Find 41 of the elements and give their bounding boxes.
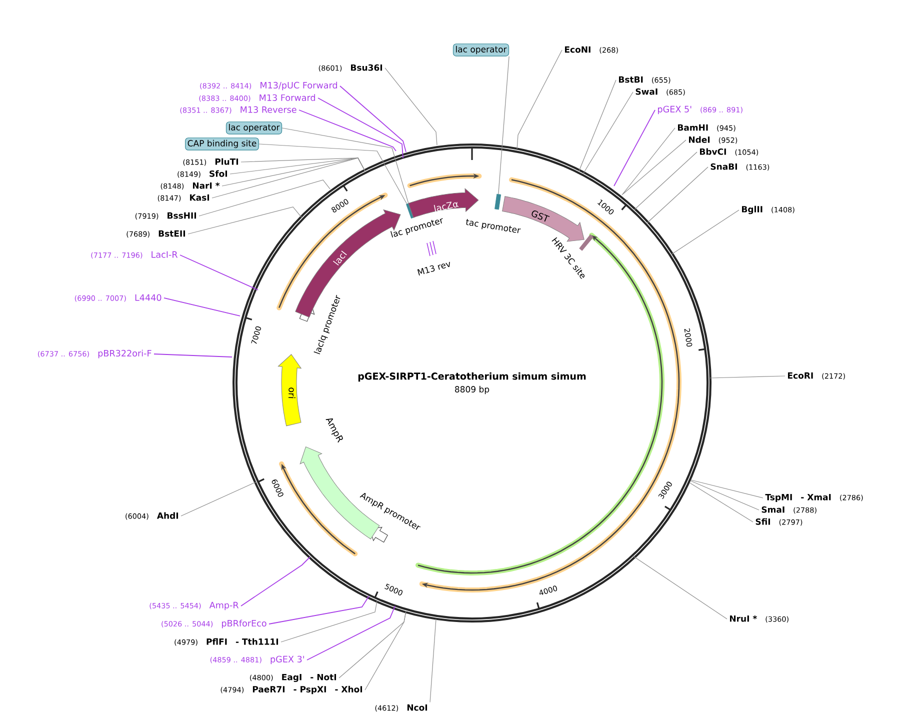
leader-line (690, 480, 764, 498)
leader-line (384, 68, 438, 146)
leader-line (188, 206, 302, 234)
leader-line (690, 482, 754, 522)
leader-line (364, 610, 406, 690)
leader-line (280, 600, 378, 642)
leader-line (622, 128, 676, 196)
leader-line (318, 98, 404, 158)
feature-label: CAP binding site (185, 138, 259, 150)
feature-name: M13 rev (417, 262, 450, 276)
leader-line (298, 110, 396, 152)
leader-line (268, 596, 370, 624)
leader-line (646, 166, 708, 224)
leader-line (154, 354, 232, 358)
leader-line (430, 618, 436, 703)
leader-line (614, 110, 656, 186)
leader-line (340, 86, 406, 152)
leader-line (212, 158, 366, 198)
leader-line (258, 144, 408, 204)
leader-line (690, 480, 760, 510)
leader-line (282, 128, 409, 204)
leader-line (180, 482, 256, 516)
leader-line (582, 92, 634, 174)
leader-line (622, 140, 686, 194)
leader-line (180, 254, 258, 290)
feature-label: lac operator (452, 44, 510, 56)
leader-line (164, 298, 240, 316)
plasmid-title: pGEX-SIRPT1-Ceratotherium simum simum (358, 372, 586, 382)
leader-line (516, 50, 562, 150)
leader-line (632, 556, 728, 620)
leader-line (710, 376, 786, 378)
leader-line (198, 180, 330, 216)
size-label: 8809 bp (455, 386, 490, 394)
leader-line (672, 210, 740, 254)
leader-line (578, 80, 616, 172)
leader-line (240, 556, 310, 606)
leader-line (634, 152, 698, 210)
promoter-mark (494, 194, 502, 210)
leader-line (306, 606, 396, 660)
leader-line (498, 56, 510, 194)
feature-label: lac operator (226, 122, 282, 134)
